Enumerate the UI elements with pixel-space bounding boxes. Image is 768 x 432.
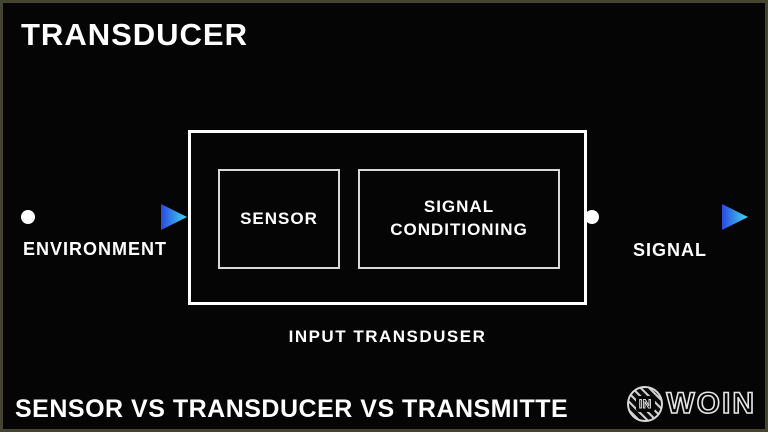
sensor-box-label: SENSOR (240, 208, 318, 228)
environment-label: ENVIRONMENT (23, 239, 168, 259)
transducer-outer-box: SENSOR SIGNAL CONDITIONING (188, 130, 587, 305)
brand-logo-badge-icon: IN (627, 386, 664, 422)
brand-logo-badge-text: IN (635, 396, 655, 412)
input-arrow-start-dot (21, 210, 35, 224)
input-transducer-caption: INPUT TRANSDUSER (288, 327, 487, 346)
brand-logo-text: WOIN (666, 386, 756, 421)
output-arrow (585, 204, 748, 230)
signal-conditioning-box-label: SIGNAL CONDITIONING (390, 197, 528, 239)
page-title: TRANSDUCER (21, 17, 248, 52)
sensor-box: SENSOR (218, 169, 340, 269)
brand-logo: IN WOIN (627, 386, 756, 422)
footer-caption: SENSOR VS TRANSDUCER VS TRANSMITTE (15, 395, 569, 423)
signal-output-label: SIGNAL (632, 240, 707, 260)
input-arrow (21, 204, 187, 230)
input-arrow-head-icon (161, 204, 187, 230)
output-arrow-head-icon (722, 204, 748, 230)
output-arrow-start-dot (585, 210, 599, 224)
signal-conditioning-box: SIGNAL CONDITIONING (358, 169, 560, 269)
